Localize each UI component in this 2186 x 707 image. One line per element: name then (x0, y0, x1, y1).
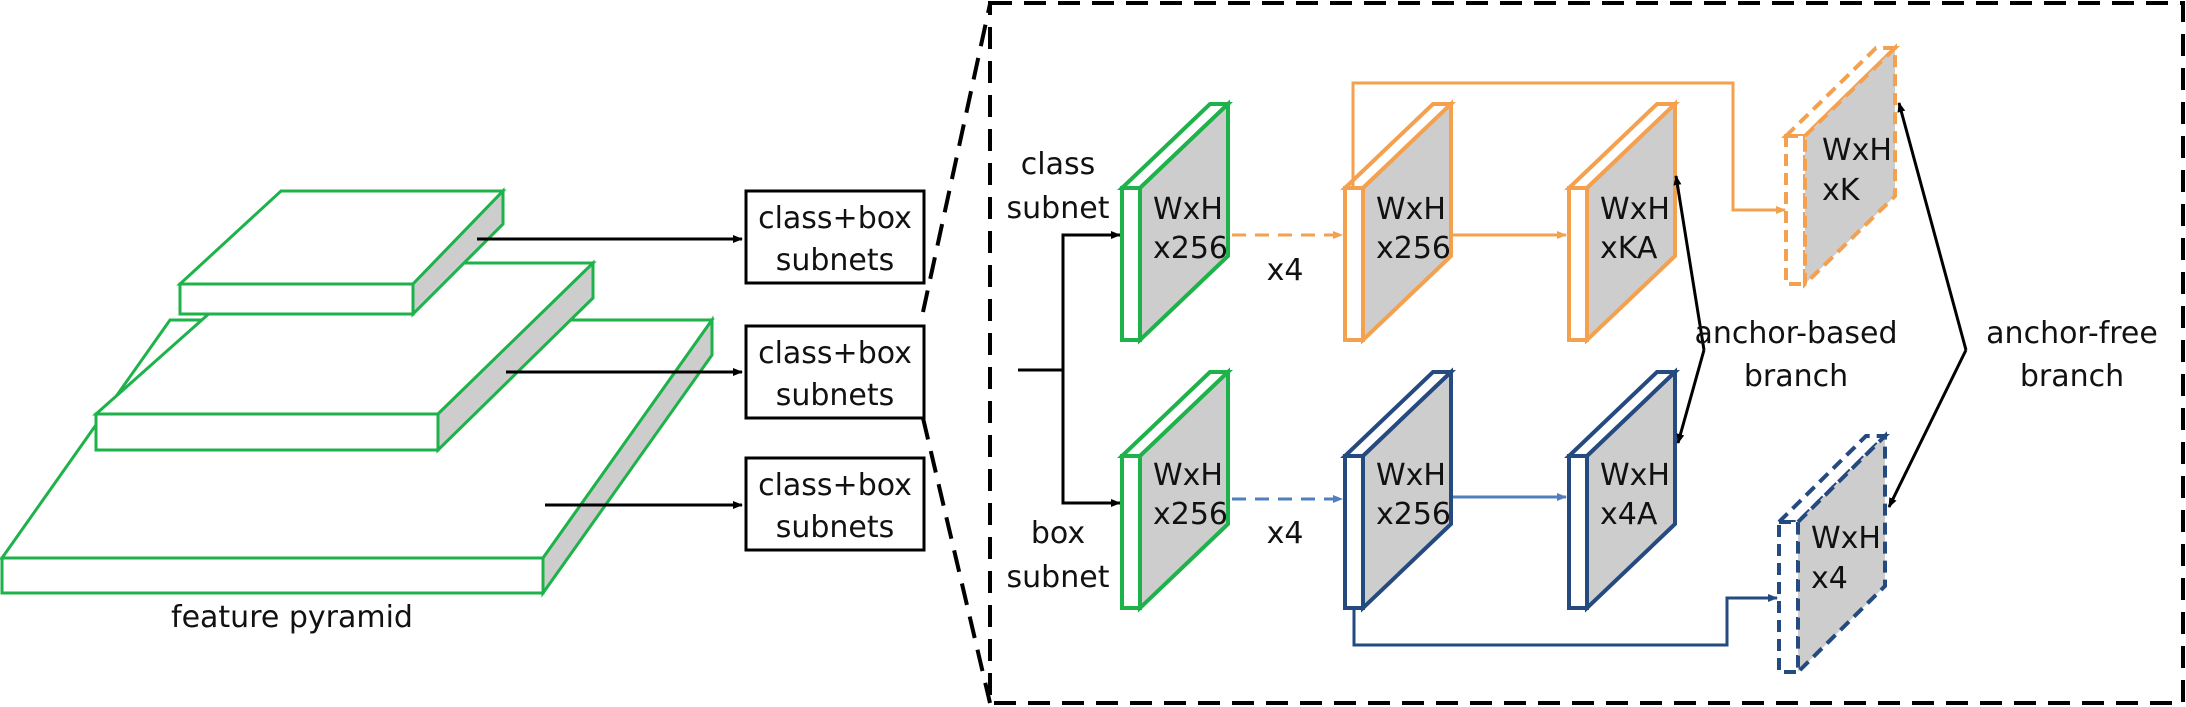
feature-pyramid: feature pyramid (0, 187, 715, 635)
class-anchor-free-path (1351, 81, 1786, 214)
subnet-box-top: class+box subnets (744, 189, 926, 285)
pyramid-arrows (477, 235, 743, 509)
class-mid-line1: WxH (1376, 192, 1446, 227)
detail-frame (988, 1, 2185, 705)
subnet-box-middle: class+box subnets (744, 324, 926, 420)
af-class-line1: WxH (1822, 133, 1892, 168)
anchor-free-bracket (1887, 102, 1968, 508)
svg-text:class+box: class+box (758, 336, 912, 371)
svg-text:subnets: subnets (776, 510, 895, 545)
class-out-tensor: WxH xKA (1564, 99, 1680, 345)
anchor-free-class-tensor: WxH xK (1781, 43, 1900, 289)
class-out-line2: xKA (1600, 231, 1658, 266)
box-subnet-label-2: subnet (1007, 560, 1110, 595)
pyramid-level-middle (92, 259, 597, 454)
zoom-lines (921, 3, 992, 704)
box-input-tensor: WxH x256 (1117, 367, 1233, 613)
box-input-line2: x256 (1153, 497, 1228, 532)
class-out-line1: WxH (1600, 192, 1670, 227)
box-mid-line2: x256 (1376, 497, 1451, 532)
svg-text:subnets: subnets (776, 243, 895, 278)
class-input-tensor: WxH x256 (1117, 99, 1233, 345)
pyramid-label: feature pyramid (171, 600, 413, 635)
subnet-box-bottom: class+box subnets (744, 456, 926, 552)
anchor-based-label-2: branch (1744, 359, 1848, 394)
class-input-line1: WxH (1153, 192, 1223, 227)
class-subnet-label-1: class (1021, 147, 1095, 182)
anchor-based-bracket (1673, 175, 1706, 444)
box-out-line1: WxH (1600, 458, 1670, 493)
class-repeat-label: x4 (1267, 253, 1304, 288)
class-subnet-label-2: subnet (1007, 191, 1110, 226)
box-subnet-label-1: box (1031, 516, 1085, 551)
svg-text:class+box: class+box (758, 468, 912, 503)
box-anchor-free-path (1352, 594, 1778, 647)
svg-text:subnets: subnets (776, 378, 895, 413)
pyramid-level-top (176, 187, 507, 318)
box-input-line1: WxH (1153, 458, 1223, 493)
anchor-free-label-1: anchor-free (1986, 316, 2158, 351)
box-mid-tensor: WxH x256 (1340, 367, 1456, 613)
box-out-tensor: WxH x4A (1564, 367, 1680, 613)
af-box-line1: WxH (1811, 521, 1881, 556)
class-mid-line2: x256 (1376, 231, 1451, 266)
box-repeat-label: x4 (1267, 516, 1304, 551)
anchor-free-box-tensor: WxH x4 (1774, 431, 1890, 677)
box-mid-line1: WxH (1376, 458, 1446, 493)
class-input-line2: x256 (1153, 231, 1228, 266)
anchor-free-label-2: branch (2020, 359, 2124, 394)
class-mid-tensor: WxH x256 (1340, 99, 1456, 345)
input-fork (1018, 231, 1121, 507)
af-class-line2: xK (1822, 173, 1861, 208)
box-out-line2: x4A (1600, 497, 1658, 532)
anchor-based-label-1: anchor-based (1694, 316, 1897, 351)
af-box-line2: x4 (1811, 561, 1848, 596)
svg-text:class+box: class+box (758, 201, 912, 236)
